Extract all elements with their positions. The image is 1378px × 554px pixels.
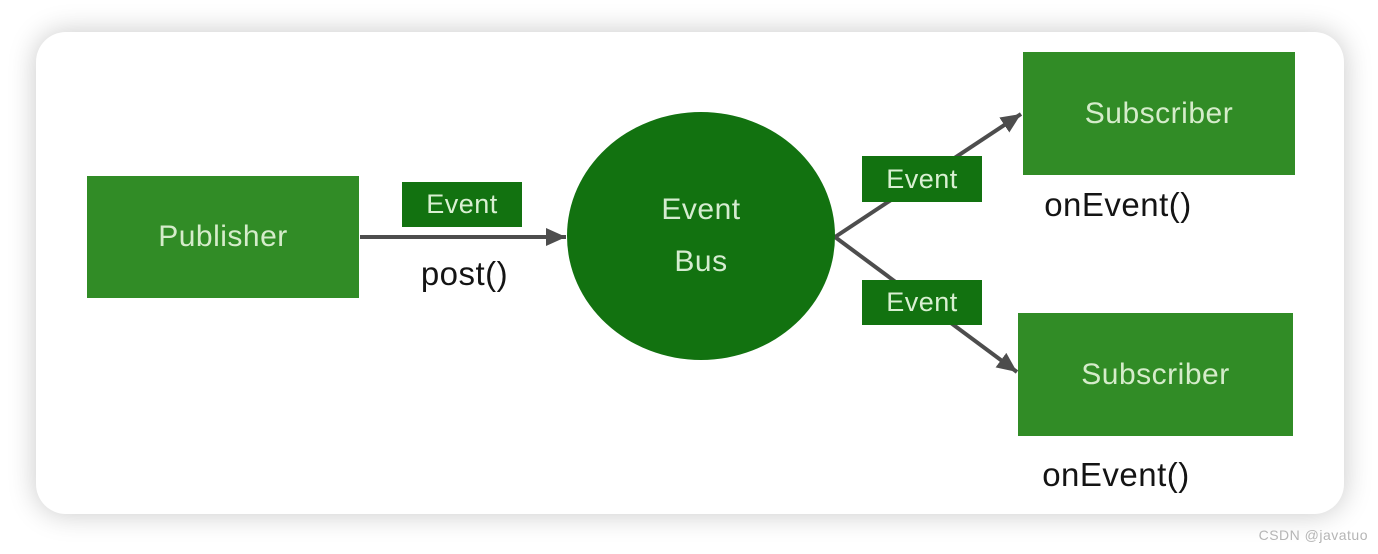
- event-badge-publisher: Event: [402, 182, 522, 227]
- event-bus-label-line1: Event: [661, 193, 741, 226]
- event-badge-top-label: Event: [886, 163, 958, 194]
- publisher-label: Publisher: [158, 220, 288, 253]
- event-badge-bottom-label: Event: [886, 287, 958, 317]
- event-badge-publisher-label: Event: [426, 189, 498, 219]
- post-method-label: post(): [420, 255, 509, 292]
- event-bus-node: Event Bus: [567, 112, 835, 360]
- subscriber-top-label: Subscriber: [1084, 96, 1234, 130]
- watermark: CSDN @javatuo: [1258, 527, 1368, 543]
- event-badge-bottom: Event: [862, 280, 982, 325]
- event-badge-top: Event: [862, 156, 982, 202]
- subscriber-top-node: Subscriber: [1023, 52, 1295, 175]
- publisher-node: Publisher: [87, 176, 359, 298]
- event-bus-label-line2: Bus: [674, 245, 728, 278]
- onevent-top-label: onEvent(): [1044, 186, 1192, 223]
- onevent-bottom-label: onEvent(): [1042, 456, 1190, 493]
- subscriber-bottom-label: Subscriber: [1081, 357, 1230, 391]
- subscriber-bottom-node: Subscriber: [1018, 313, 1293, 436]
